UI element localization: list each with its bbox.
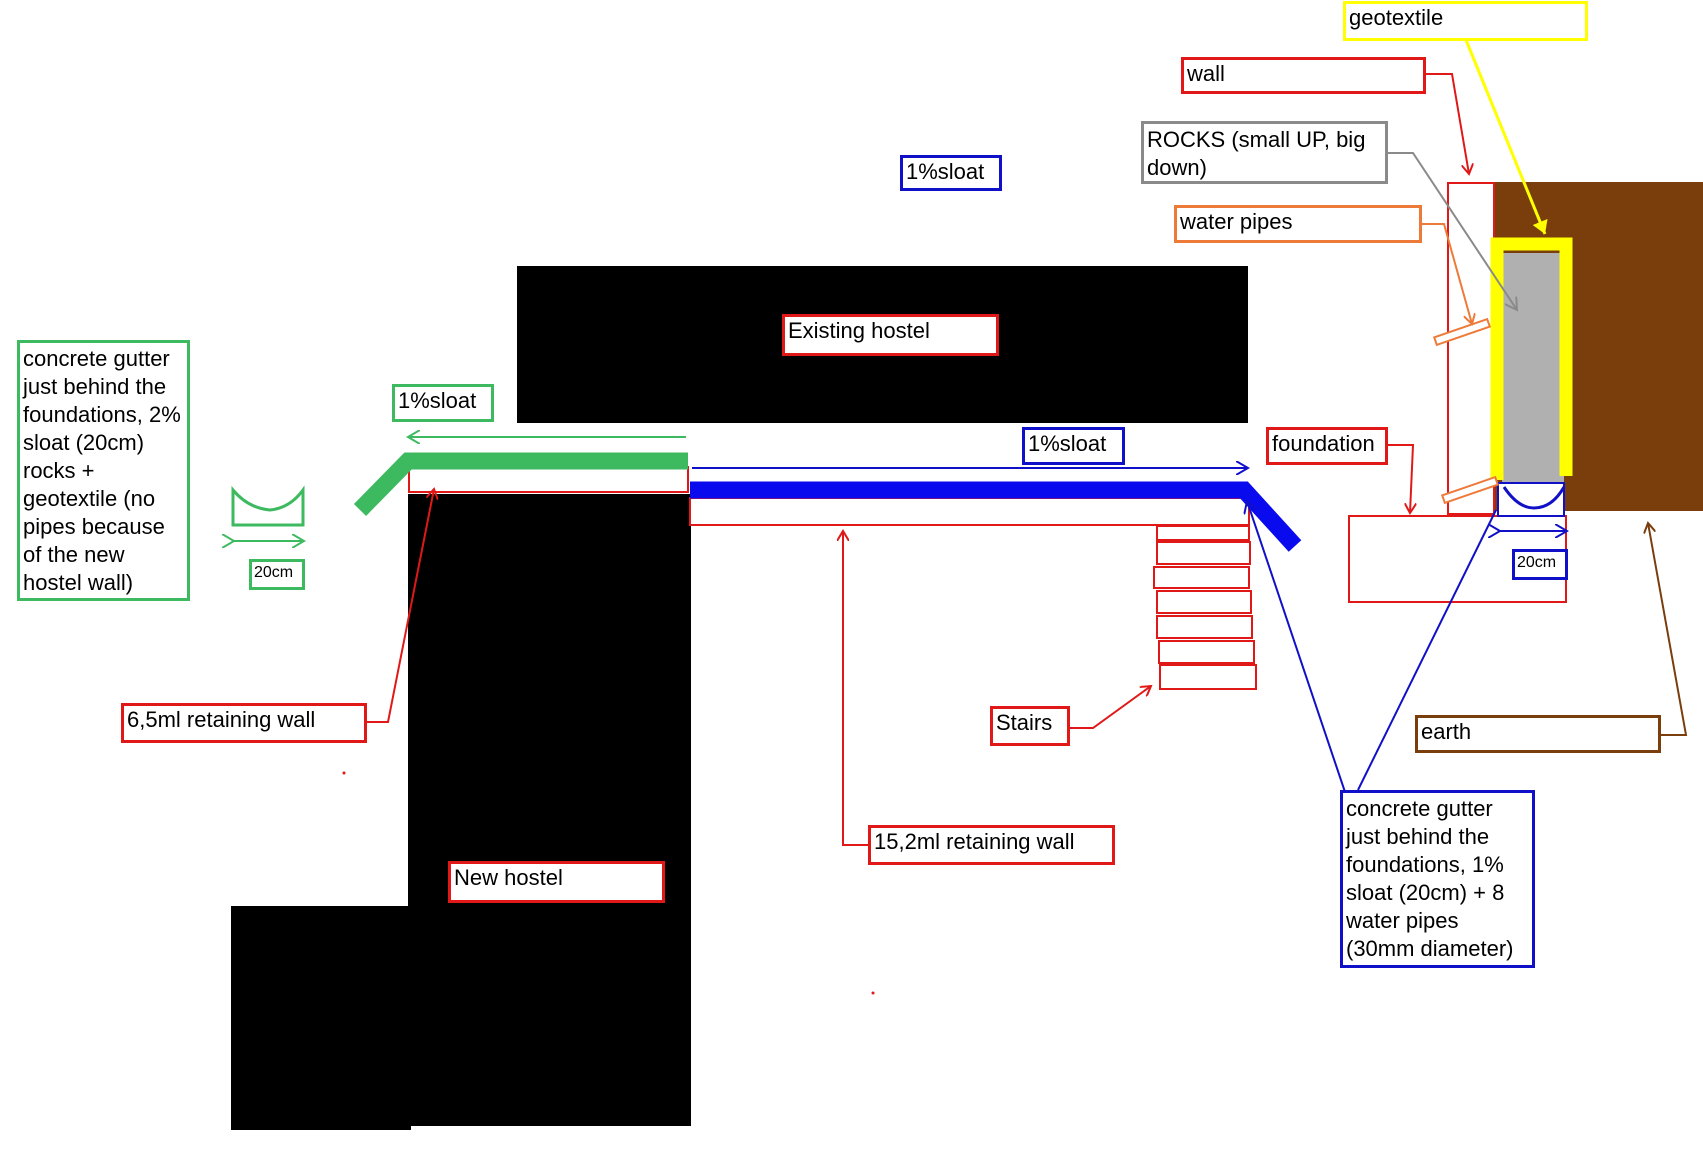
water-pipe-lower xyxy=(1440,475,1500,505)
green-gutter-section-icon xyxy=(231,485,305,527)
label-green-gutter-note: concrete gutter just behind the foundati… xyxy=(17,340,190,601)
stair-step xyxy=(1158,640,1255,664)
stair-step xyxy=(1156,525,1250,541)
leader-stairs xyxy=(1070,686,1151,729)
green-gutter-line xyxy=(353,452,688,516)
leader-blue-gutter-right xyxy=(1357,509,1497,791)
stray-dot xyxy=(871,991,875,995)
stair-step xyxy=(1153,566,1250,589)
stair-step xyxy=(1156,615,1253,639)
blue-gutter-line xyxy=(690,481,1302,552)
leader-water-pipes xyxy=(1422,223,1472,324)
label-rocks: ROCKS (small UP, big down) xyxy=(1141,121,1388,184)
stairs-steps xyxy=(1153,525,1257,690)
label-slope-top: 1%sloat xyxy=(900,155,1002,191)
label-blue-gutter-note: concrete gutter just behind the foundati… xyxy=(1340,790,1535,968)
label-width-blue: 20cm xyxy=(1512,549,1568,580)
label-earth: earth xyxy=(1415,715,1661,753)
label-geotextile: geotextile xyxy=(1343,1,1588,41)
stair-step xyxy=(1159,664,1257,690)
stray-dot xyxy=(342,771,346,775)
leader-retaining-wall-short xyxy=(364,489,434,723)
label-foundation: foundation xyxy=(1266,427,1388,465)
label-retaining-wall-short: 6,5ml retaining wall xyxy=(121,703,367,743)
leader-earth xyxy=(1648,523,1688,736)
label-wall: wall xyxy=(1181,57,1426,94)
leader-wall xyxy=(1426,73,1469,174)
label-retaining-wall-long: 15,2ml retaining wall xyxy=(868,825,1115,865)
retaining-wall-short-outline xyxy=(408,466,689,493)
leader-retaining-wall-long xyxy=(843,531,872,846)
new-hostel-block xyxy=(408,494,691,1126)
label-width-green: 20cm xyxy=(249,559,305,590)
blue-gutter-section-icon xyxy=(1502,486,1566,510)
leader-foundation xyxy=(1388,444,1413,513)
leader-geotextile xyxy=(1464,39,1548,235)
leader-rocks xyxy=(1388,152,1517,310)
geotextile-layer xyxy=(1490,237,1573,480)
stair-step xyxy=(1156,590,1252,614)
label-stairs: Stairs xyxy=(990,706,1070,746)
wall-section xyxy=(1447,182,1495,515)
rocks-section xyxy=(1502,253,1564,484)
leader-blue-gutter-left xyxy=(1247,501,1346,793)
label-slope-green: 1%sloat xyxy=(392,384,494,422)
retaining-wall-long-outline xyxy=(689,497,1250,526)
stair-step xyxy=(1156,541,1251,565)
label-existing-hostel: Existing hostel xyxy=(782,314,999,356)
new-hostel-annex-block xyxy=(231,906,411,1130)
label-water-pipes: water pipes xyxy=(1174,205,1422,243)
label-new-hostel: New hostel xyxy=(448,861,665,903)
label-slope-blue: 1%sloat xyxy=(1022,427,1125,465)
